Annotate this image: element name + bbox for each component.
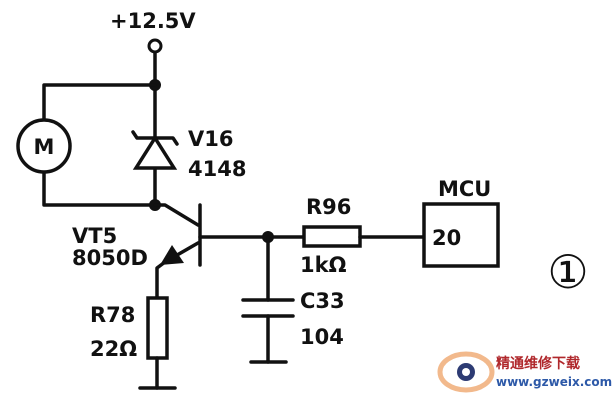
r96-value-label: 1kΩ [300, 253, 347, 277]
supply-voltage-label: +12.5V [110, 9, 196, 33]
ground-emitter [138, 356, 177, 390]
figure-number: ① [547, 245, 588, 299]
r96-ref-label: R96 [306, 195, 351, 219]
r78-ref-label: R78 [90, 303, 135, 327]
motor-m: M [16, 118, 72, 174]
capacitor-c33: C33 104 [241, 235, 345, 364]
transistor-vt5: VT5 8050D [72, 203, 202, 270]
c33-value-label: 104 [300, 325, 344, 349]
diode-value-label: 4148 [188, 157, 246, 181]
motor-label: M [34, 135, 55, 159]
watermark-url: www.gzweix.com [496, 375, 612, 389]
diode-ref-label: V16 [188, 127, 233, 151]
mcu-pin-label: 20 [432, 226, 461, 250]
resistor-r96: R96 1kΩ [300, 195, 362, 277]
emitter-wire [155, 260, 167, 300]
mcu-label: MCU [438, 177, 491, 201]
supply-terminal: +12.5V [110, 9, 196, 87]
transistor-ref-label: VT5 [72, 224, 117, 248]
watermark-logo-icon [437, 351, 495, 393]
watermark: 精通维修下载 www.gzweix.com [437, 351, 612, 393]
motor-branch-wire [42, 83, 157, 207]
r78-value-label: 22Ω [90, 337, 137, 361]
diode-v16: V16 4148 [131, 127, 246, 181]
watermark-site-name: 精通维修下载 [496, 355, 580, 372]
mcu-block: MCU 20 [422, 177, 500, 268]
transistor-value-label: 8050D [72, 246, 148, 270]
resistor-r78: R78 22Ω [90, 296, 169, 361]
c33-ref-label: C33 [300, 289, 345, 313]
